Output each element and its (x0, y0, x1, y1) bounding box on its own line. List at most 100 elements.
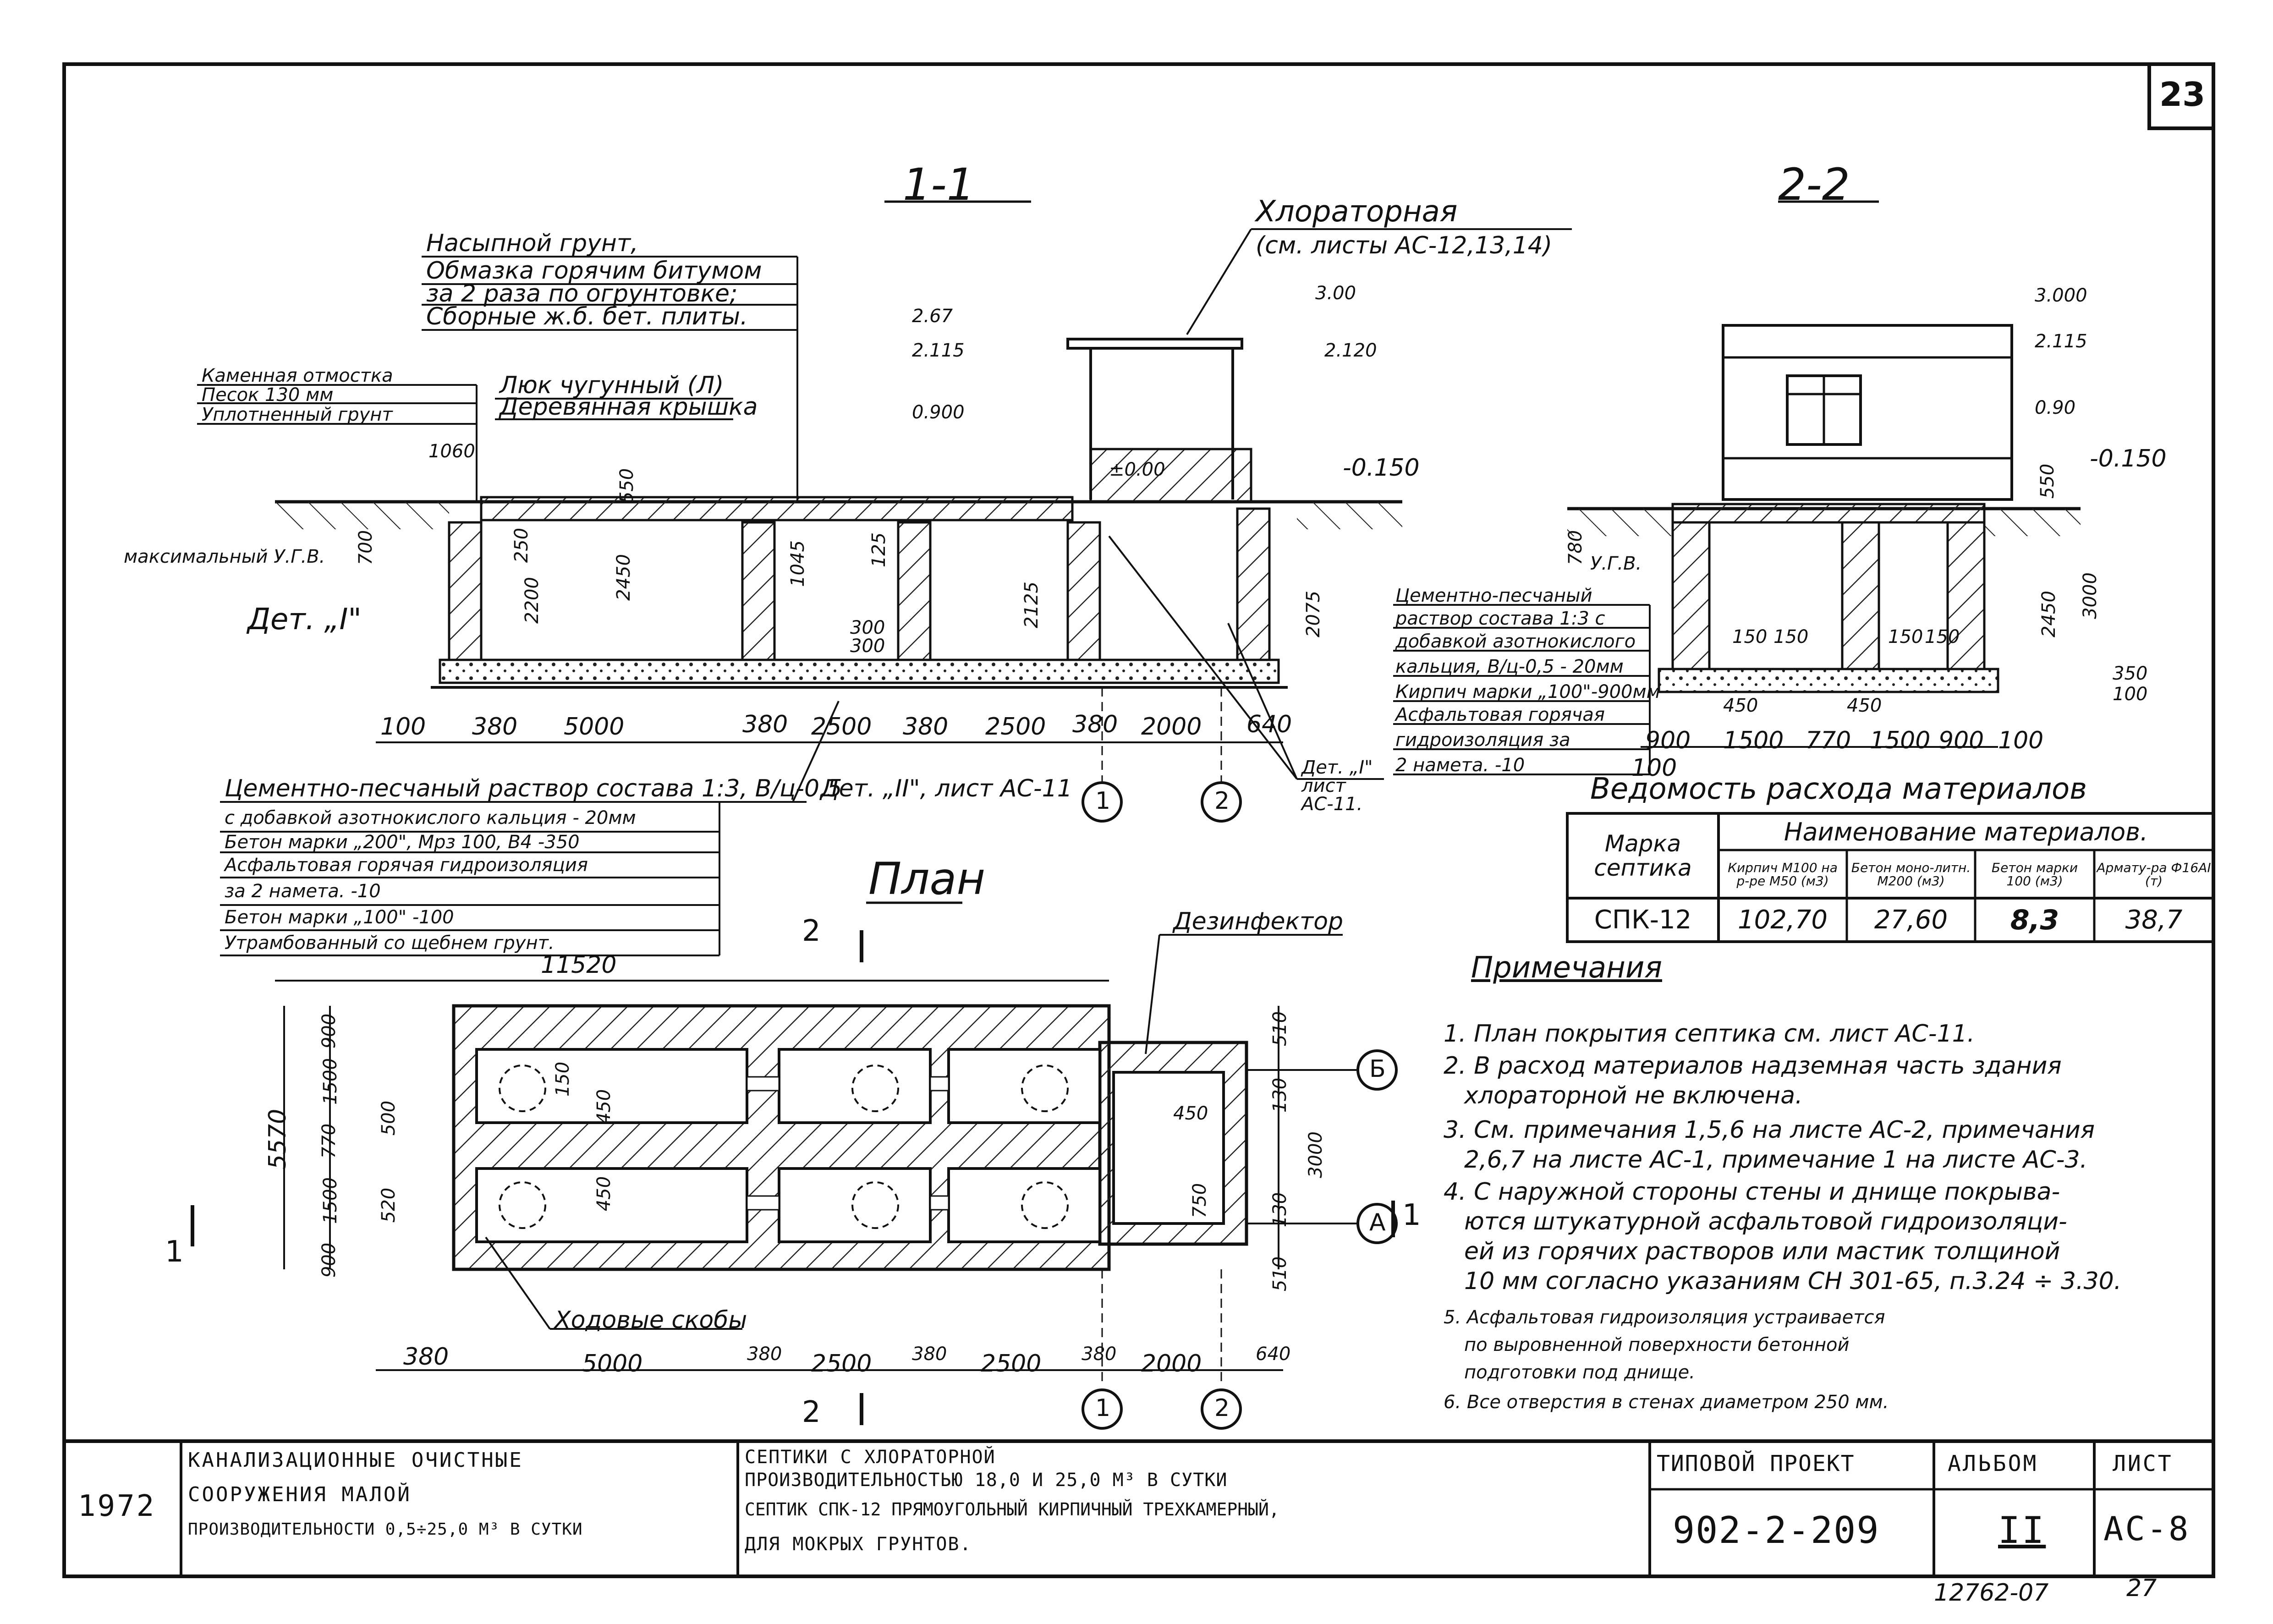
table-value-brick: 102,70 (1738, 905, 1828, 935)
hatch-label-1: Люк чугунный (Л) (500, 372, 724, 399)
s22-layer-4: кальция, В/ц-0,5 - 20мм (1395, 656, 1624, 677)
plan-dim-b-640: 640 (1256, 1344, 1291, 1365)
section-1-1-drawing (197, 200, 1572, 956)
dim-b-380a: 380 (472, 713, 518, 741)
table-value-rebar: 38,7 (2125, 905, 2183, 935)
axis-a-label: А (1369, 1209, 1386, 1236)
dim-v-2125: 2125 (1021, 582, 1042, 628)
table-col-concrete-100: Бетон марки 100 (м3) (1991, 860, 2078, 889)
max-gwl-label: максимальный У.Г.В. (124, 546, 325, 567)
s22-inner-150d: 150 (1925, 626, 1960, 647)
plan-dim-b-380b: 380 (747, 1344, 782, 1365)
plan-drawing (191, 901, 1398, 1430)
plan-dim-b-2000: 2000 (1141, 1350, 1202, 1377)
elev-3-00: 3.00 (1315, 283, 1356, 304)
s22-dim-550: 550 (2037, 463, 2059, 499)
detail-1-ref: Дет. „I" лист АС-11. (1301, 757, 1373, 815)
sheet-number-box (2147, 62, 2215, 130)
dim-b-640: 640 (1246, 711, 1292, 738)
layer-label-3: за 2 раза по огрунтовке; (426, 280, 738, 307)
s22-layer-8: 2 намета. -10 (1395, 755, 1525, 776)
s22-inner-450b: 450 (1847, 695, 1882, 716)
note-line-3: хлораторной не включена. (1464, 1082, 1803, 1109)
plan-dim-b-2500a: 2500 (811, 1350, 872, 1377)
bottom-layer-4: Асфальтовая горячая гидроизоляция (225, 855, 588, 876)
s22-layer-7: гидроизоляция за (1395, 730, 1570, 751)
plan-dim-left-770: 770 (318, 1123, 340, 1159)
s22-layer-6: Асфальтовая горячая (1395, 704, 1605, 725)
plan-overall-width: 11520 (541, 951, 617, 979)
sheet-value: АС-8 (2103, 1509, 2191, 1548)
s22-dim-3000: 3000 (2079, 572, 2101, 619)
detail-1-label: Дет. „I" (247, 603, 362, 636)
steps-label: Ходовые скобы (555, 1306, 747, 1334)
note-line-2: 2. В расход материалов надземная часть з… (1444, 1052, 2062, 1080)
plan-title: План (868, 853, 986, 905)
section-2-2-title: 2-2 (1778, 159, 1850, 210)
elev-0-900: 0.900 (912, 402, 965, 423)
dim-v-550: 550 (616, 468, 638, 504)
dim-v-2200: 2200 (521, 577, 543, 624)
plan-dim-right-3000: 3000 (1305, 1131, 1326, 1178)
dim-v-2450: 2450 (613, 554, 634, 601)
dim-v-125: 125 (868, 532, 890, 568)
axis-1-label: 1 (1095, 787, 1111, 815)
s22-inner-150c: 150 (1888, 626, 1923, 647)
table-value-concrete-200: 27,60 (1874, 905, 1948, 935)
s22-dim-b-900b: 900 (1938, 727, 1984, 754)
plan-dim-inner-520: 520 (378, 1187, 400, 1223)
typical-project-value: 902-2-209 (1673, 1509, 1880, 1552)
album-label: АЛЬБОМ (1948, 1451, 2038, 1476)
note-line-10: 5. Асфальтовая гидроизоляция устраиваетс… (1444, 1307, 1885, 1328)
section-mark-2-top: 2 (802, 914, 821, 948)
sheet-label: ЛИСТ (2113, 1451, 2173, 1476)
chlorinator-label: Хлораторная (1256, 195, 1458, 229)
dim-v-700: 700 (355, 530, 377, 565)
plan-dim-b-380c: 380 (912, 1344, 947, 1365)
album-value: II (1998, 1509, 2046, 1552)
table-col-mark: Марка септика (1594, 830, 1692, 881)
dim-v-1045: 1045 (787, 540, 808, 587)
bottom-layer-3: Бетон марки „200", Мрз 100, В4 -350 (225, 832, 580, 853)
title-year: 1972 (78, 1489, 156, 1523)
s22-dim-100: 100 (2113, 684, 2148, 705)
plan-axis-2-label: 2 (1214, 1394, 1230, 1422)
plan-dim-right-130b: 130 (1269, 1192, 1291, 1228)
blind-area-2: Песок 130 мм (202, 384, 334, 406)
dim-v-300b: 300 (850, 636, 885, 657)
title-sheet-3: СЕПТИК СПК-12 ПРЯМОУГОЛЬНЫЙ КИРПИЧНЫЙ ТР… (745, 1499, 1279, 1520)
s22-elev-2-115: 2.115 (2035, 331, 2087, 352)
note-line-4: 3. См. примечания 1,5,6 на листе АС-2, п… (1444, 1116, 2095, 1144)
table-col-group: Наименование материалов. (1784, 817, 2148, 846)
footer-page: 27 (2126, 1575, 2157, 1602)
plan-dim-inner-500: 500 (378, 1100, 400, 1136)
dim-v-300a: 300 (850, 617, 885, 638)
s22-dim-b-1500b: 1500 (1870, 727, 1931, 754)
section-mark-2-bottom: 2 (802, 1395, 821, 1429)
section-1-1-title: 1-1 (903, 159, 975, 210)
table-col-brick: Кирпич М100 на р-ре М50 (м3) (1728, 860, 1838, 889)
bottom-layer-7: Утрамбованный со щебнем грунт. (225, 933, 555, 954)
elev-2-115: 2.115 (912, 340, 965, 361)
s22-elev-3-000: 3.000 (2035, 285, 2087, 306)
note-line-8: ей из горячих растворов или мастик толщи… (1464, 1238, 2060, 1265)
title-project-3: ПРОИЗВОДИТЕЛЬНОСТИ 0,5÷25,0 М³ В СУТКИ (188, 1520, 583, 1539)
hatch-label-2: Деревянная крышка (500, 393, 758, 421)
blind-area-3: Уплотненный грунт (202, 404, 393, 425)
plan-dim-left-1500a: 1500 (319, 1058, 341, 1105)
plan-dim-b-5000: 5000 (582, 1350, 643, 1377)
s22-elev-0-90: 0.90 (2035, 397, 2076, 418)
plan-dim-left-1500b: 1500 (319, 1177, 341, 1224)
plan-dim-inner-150: 150 (552, 1061, 574, 1097)
title-sheet-1: СЕПТИКИ С ХЛОРАТОРНОЙ (745, 1447, 996, 1468)
plan-overall-height: 5570 (264, 1108, 292, 1170)
s22-dim-b-900a: 900 (1645, 727, 1691, 754)
typical-project-label: ТИПОВОЙ ПРОЕКТ (1657, 1451, 1855, 1476)
s22-inner-450a: 450 (1723, 695, 1758, 716)
note-line-1: 1. План покрытия септика см. лист АС-11. (1444, 1020, 1975, 1048)
note-line-6: 4. С наружной стороны стены и днище покр… (1444, 1178, 2060, 1206)
chlorinator-ref: (см. листы АС-12,13,14) (1256, 232, 1553, 259)
s22-layer-5: Кирпич марки „100"-900мм (1395, 681, 1660, 702)
plan-dim-b-380d: 380 (1082, 1344, 1117, 1365)
